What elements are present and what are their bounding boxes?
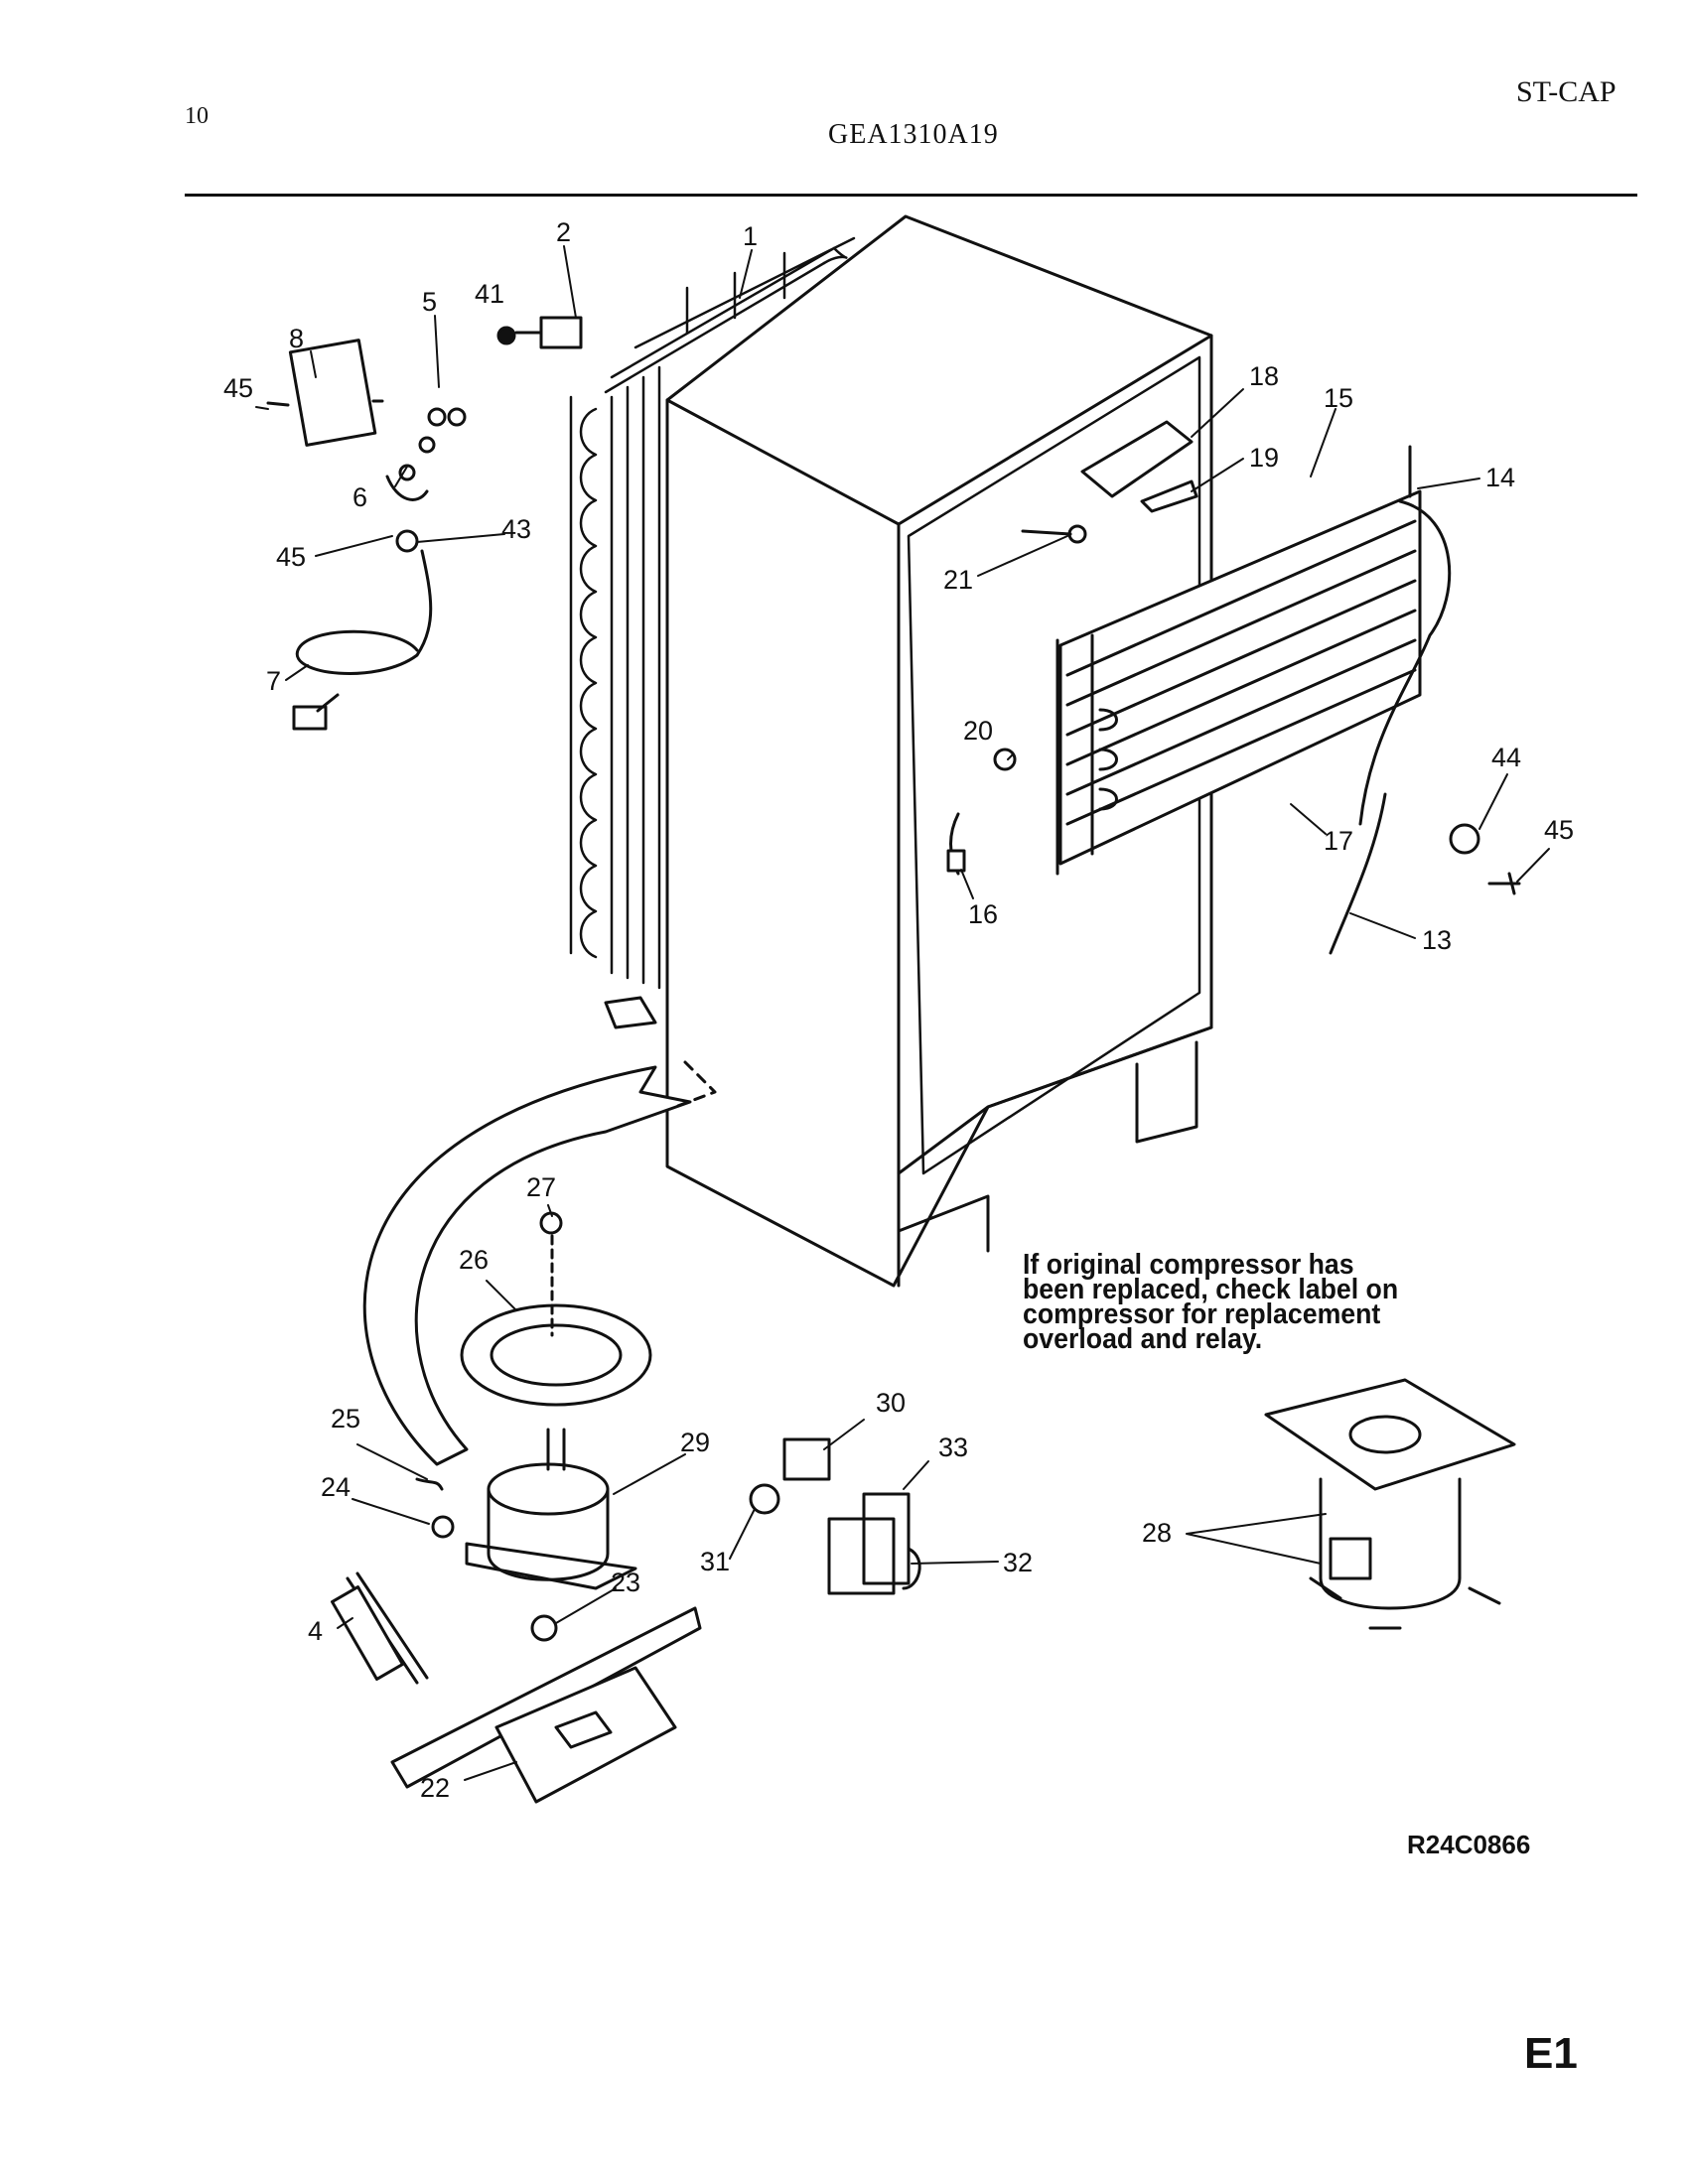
- callout-14: 14: [1485, 463, 1515, 492]
- callout-45-c: 45: [1544, 815, 1574, 845]
- page-code: E1: [1524, 2029, 1578, 2078]
- condenser-coil: [569, 236, 856, 990]
- callout-45-a: 45: [223, 373, 253, 403]
- callout-32: 32: [1003, 1548, 1033, 1577]
- callout-13: 13: [1422, 925, 1452, 955]
- compressor-assembly: [415, 1211, 652, 1642]
- note-line-2: been replaced, check label on: [1023, 1274, 1399, 1305]
- compressor-note: If original compressor has been replaced…: [1023, 1249, 1443, 1355]
- callout-30: 30: [876, 1388, 906, 1418]
- base-frame: [331, 1571, 702, 1804]
- small-parts-upper-left: [266, 316, 583, 731]
- cabinet-drawing: [665, 214, 1213, 1288]
- callout-29: 29: [680, 1428, 710, 1457]
- callout-26: 26: [459, 1245, 489, 1275]
- callout-43: 43: [501, 514, 531, 544]
- callout-21: 21: [943, 565, 973, 595]
- callout-17: 17: [1324, 826, 1353, 856]
- callout-15: 15: [1324, 383, 1353, 413]
- callout-22: 22: [420, 1773, 450, 1803]
- callout-5: 5: [422, 287, 437, 317]
- callout-6: 6: [352, 482, 367, 512]
- note-line-4: overload and relay.: [1023, 1323, 1263, 1355]
- leader-lines: [255, 245, 1550, 1781]
- brackets: [946, 420, 1521, 895]
- callout-28: 28: [1142, 1518, 1172, 1548]
- callout-19: 19: [1249, 443, 1279, 473]
- header-rule: [185, 194, 1637, 197]
- callout-23: 23: [611, 1568, 640, 1597]
- callout-20: 20: [963, 716, 993, 746]
- relay-overload: [749, 1437, 921, 1595]
- callout-1: 1: [743, 221, 758, 251]
- callout-24: 24: [321, 1472, 351, 1502]
- callout-31: 31: [700, 1547, 730, 1576]
- page-number: 10: [185, 103, 209, 129]
- model-number: GEA1310A19: [828, 119, 999, 150]
- callout-45-b: 45: [276, 542, 306, 572]
- callout-27: 27: [526, 1172, 556, 1202]
- replacement-compressor: [1264, 1378, 1516, 1630]
- drain-hose: [362, 996, 717, 1466]
- callout-44: 44: [1491, 743, 1521, 772]
- evaporator: [1055, 445, 1452, 955]
- note-line-1: If original compressor has: [1023, 1249, 1354, 1281]
- callout-16: 16: [968, 899, 998, 929]
- callout-18: 18: [1249, 361, 1279, 391]
- callout-33: 33: [938, 1433, 968, 1462]
- drawing-reference: R24C0866: [1407, 1830, 1531, 1859]
- note-line-3: compressor for replacement: [1023, 1298, 1381, 1330]
- callout-41: 41: [475, 279, 504, 309]
- callout-4: 4: [308, 1616, 323, 1646]
- callout-8: 8: [289, 324, 304, 353]
- callout-labels: 1 2 4 5 6 7 8 13 14 15 16 17 18 19 20 21…: [223, 217, 1574, 1803]
- callout-2: 2: [556, 217, 571, 247]
- callout-25: 25: [331, 1404, 360, 1433]
- section-code: ST-CAP: [1516, 75, 1617, 108]
- callout-7: 7: [266, 666, 281, 696]
